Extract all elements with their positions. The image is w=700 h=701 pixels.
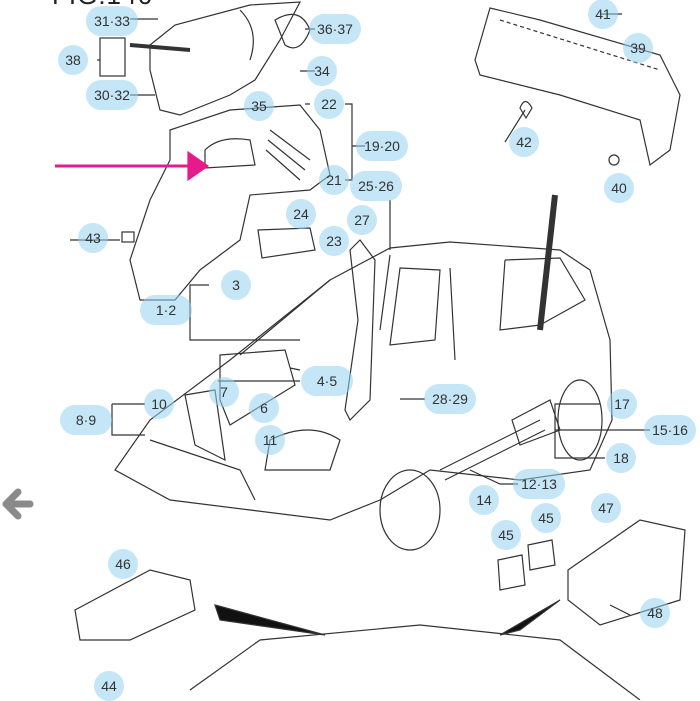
- callout-part-30-32[interactable]: 30·32: [86, 80, 138, 110]
- callout-part-27[interactable]: 27: [347, 205, 377, 235]
- callout-part-44[interactable]: 44: [94, 671, 124, 701]
- callout-label: 34: [314, 63, 330, 79]
- callout-label: 23: [326, 233, 342, 249]
- callout-label: 18: [613, 450, 629, 466]
- callout-part-3[interactable]: 3: [221, 270, 251, 300]
- callout-label: 45: [498, 527, 514, 543]
- callout-label: 1·2: [155, 302, 177, 318]
- callout-label: 22: [321, 96, 337, 112]
- callout-label: 45: [538, 510, 554, 526]
- callout-label: 4·5: [316, 373, 338, 389]
- callout-label: 40: [611, 180, 627, 196]
- callout-label: 48: [647, 605, 663, 621]
- figure-title: FIG.146: [52, 0, 153, 8]
- callout-part-43[interactable]: 43: [78, 223, 108, 253]
- callout-label: 7: [220, 384, 228, 400]
- callout-part-11[interactable]: 11: [255, 425, 285, 455]
- callout-label: 10: [151, 396, 167, 412]
- callout-label: 43: [85, 230, 101, 246]
- callout-part-41[interactable]: 41: [588, 0, 618, 29]
- callout-part-8-9[interactable]: 8·9: [60, 405, 112, 435]
- callout-label: 17: [614, 396, 630, 412]
- callout-part-6[interactable]: 6: [249, 393, 279, 423]
- callout-part-36-37[interactable]: 36·37: [309, 14, 361, 44]
- callout-part-22[interactable]: 22: [314, 89, 344, 119]
- callout-label: 12·13: [521, 476, 557, 492]
- callout-part-38[interactable]: 38: [58, 45, 88, 75]
- callout-label: 21: [326, 172, 342, 188]
- callout-label: 11: [262, 432, 278, 448]
- callout-part-10[interactable]: 10: [144, 389, 174, 419]
- callout-part-23[interactable]: 23: [319, 226, 349, 256]
- callout-label: 14: [476, 492, 492, 508]
- callout-label: 46: [115, 556, 131, 572]
- callout-part-12-13[interactable]: 12·13: [513, 469, 565, 499]
- back-arrow-icon[interactable]: [0, 482, 44, 526]
- callout-label: 27: [354, 212, 370, 228]
- callout-label: 42: [516, 134, 532, 150]
- callout-part-4-5[interactable]: 4·5: [301, 366, 353, 396]
- callout-label: 36·37: [317, 21, 353, 37]
- callout-part-45[interactable]: 45: [491, 520, 521, 550]
- callout-label: 39: [630, 40, 646, 56]
- callout-label: 35: [251, 98, 267, 114]
- callout-label: 47: [598, 500, 614, 516]
- callout-part-24[interactable]: 24: [286, 199, 316, 229]
- callout-part-15-16[interactable]: 15·16: [644, 415, 696, 445]
- callout-part-34[interactable]: 34: [307, 56, 337, 86]
- callout-part-40[interactable]: 40: [604, 173, 634, 203]
- callout-label: 15·16: [652, 422, 688, 438]
- callout-part-19-20[interactable]: 19·20: [356, 131, 408, 161]
- callout-part-46[interactable]: 46: [108, 549, 138, 579]
- callout-label: 30·32: [94, 87, 130, 103]
- callout-part-17[interactable]: 17: [607, 389, 637, 419]
- callout-part-14[interactable]: 14: [469, 485, 499, 515]
- callout-part-1-2[interactable]: 1·2: [140, 295, 192, 325]
- callout-part-48[interactable]: 48: [640, 598, 670, 628]
- callout-label: 8·9: [75, 412, 97, 428]
- callout-part-47[interactable]: 47: [591, 493, 621, 523]
- callout-label: 24: [293, 206, 309, 222]
- callout-part-42[interactable]: 42: [509, 127, 539, 157]
- callout-part-28-29[interactable]: 28·29: [424, 384, 476, 414]
- callout-label: 19·20: [364, 138, 400, 154]
- callout-label: 28·29: [432, 391, 468, 407]
- callout-label: 38: [65, 52, 81, 68]
- callout-part-35[interactable]: 35: [244, 91, 274, 121]
- callout-label: 31·33: [94, 13, 130, 29]
- callout-part-45[interactable]: 45: [531, 503, 561, 533]
- callout-label: 44: [101, 678, 117, 694]
- callout-label: 25·26: [358, 178, 394, 194]
- callout-label: 3: [232, 277, 240, 293]
- callout-part-7[interactable]: 7: [209, 377, 239, 407]
- callout-part-31-33[interactable]: 31·33: [86, 6, 138, 36]
- callout-part-18[interactable]: 18: [606, 443, 636, 473]
- callout-part-21[interactable]: 21: [319, 165, 349, 195]
- callout-part-39[interactable]: 39: [623, 33, 653, 63]
- callout-label: 41: [595, 6, 611, 22]
- callout-part-25-26[interactable]: 25·26: [350, 171, 402, 201]
- callout-label: 6: [260, 400, 268, 416]
